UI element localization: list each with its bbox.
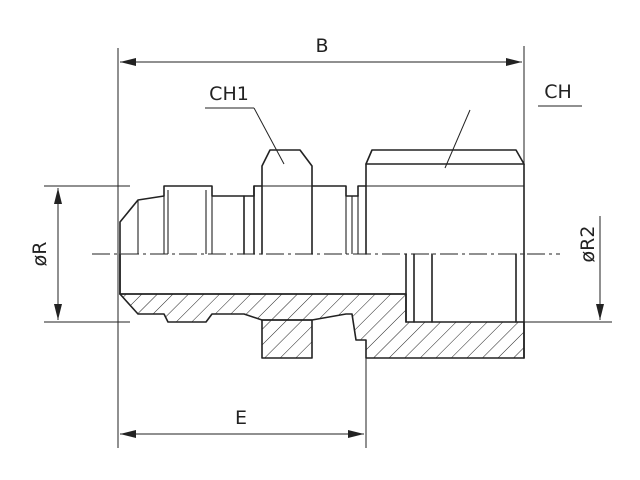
body-section [119,293,525,359]
dimension-r2: øR2 [522,216,612,323]
label-ch: CH [544,81,572,103]
label-b: B [315,35,328,57]
dimension-e: E [120,340,367,448]
label-ch1: CH1 [209,83,249,105]
label-r: øR [29,242,51,267]
fitting-exterior-view [119,149,525,295]
dimension-b: B [117,35,525,448]
leader-ch1: CH1 [205,83,285,165]
leader-ch: CH [444,81,582,169]
nut-section [261,319,313,359]
label-r2: øR2 [577,226,599,263]
fitting-section-view [119,253,525,359]
dimension-r: øR [29,185,130,323]
label-e: E [235,407,247,429]
